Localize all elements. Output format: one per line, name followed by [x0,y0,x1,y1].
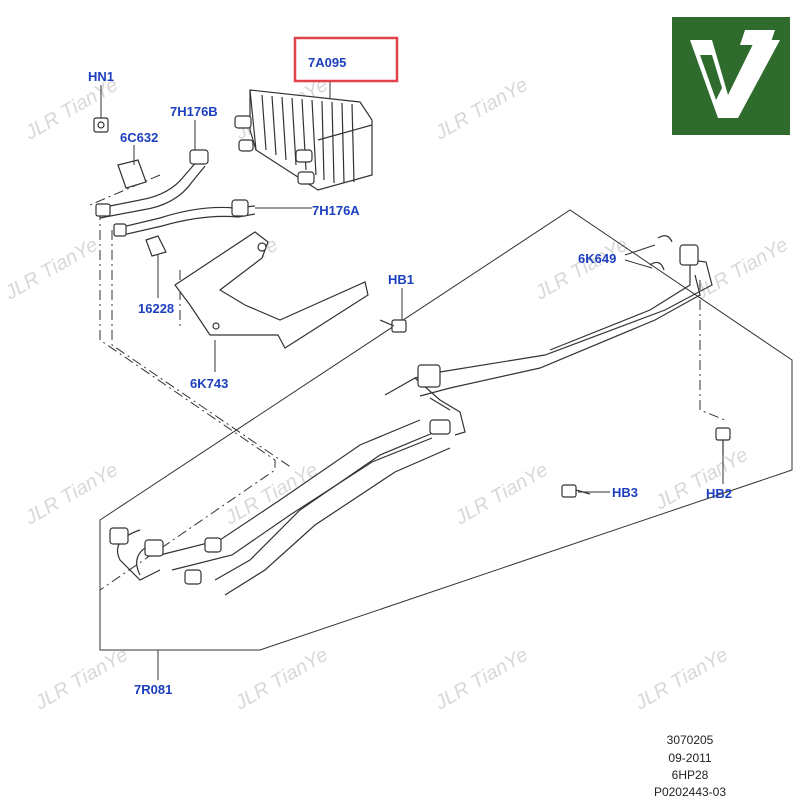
watermark: JLR TianYe [651,444,752,515]
leader-lines [100,82,724,680]
label-16228: 16228 [138,301,174,316]
label-7h176b: 7H176B [170,104,218,119]
watermark: JLR TianYe [21,459,122,530]
watermark: JLR TianYe [231,644,332,715]
watermark: JLR TianYe [531,234,632,305]
watermark: JLR TianYe [21,74,122,145]
bracket-6k743 [174,231,369,349]
oil-cooler [234,89,373,191]
label-7a095: 7A095 [308,55,346,70]
label-hn1: HN1 [88,69,114,84]
watermark: JLR TianYe [431,74,532,145]
watermark: JLR TianYe [631,644,732,715]
clip-16228 [145,235,167,257]
label-6k743: 6K743 [190,376,228,391]
footer-ref-4: P0202443-03 [653,785,727,799]
watermark: JLR TianYe [1,234,102,305]
bolt-hb1 [379,319,407,333]
footer-ref-3: 6HP28 [671,768,709,782]
bolt-hb2 [715,427,731,455]
watermark: JLR TianYe [221,459,322,530]
pipe-assembly-7r081 [109,244,713,596]
label-hb3: HB3 [612,485,638,500]
watermark: JLR TianYe [451,459,552,530]
logo [672,17,790,135]
label-hb2: HB2 [706,486,732,501]
label-hb1: HB1 [388,272,414,287]
label-6k649: 6K649 [578,251,616,266]
nut-hn1 [93,117,109,133]
highlight-box [293,36,399,83]
cooler-pipes [95,149,256,237]
watermark: JLR TianYe [31,644,132,715]
label-7r081: 7R081 [134,682,172,697]
footer-ref-2: 09-2011 [668,751,712,765]
bolt-hb3 [561,484,591,498]
clip-6c632 [117,159,147,189]
label-7h176a: 7H176A [312,203,360,218]
assembly-frame [99,209,793,651]
footer-ref-1: 3070205 [666,733,714,747]
watermark: JLR TianYe [691,234,792,305]
watermark: JLR TianYe [431,644,532,715]
label-6c632: 6C632 [120,130,158,145]
clip-6k649 [649,235,673,271]
